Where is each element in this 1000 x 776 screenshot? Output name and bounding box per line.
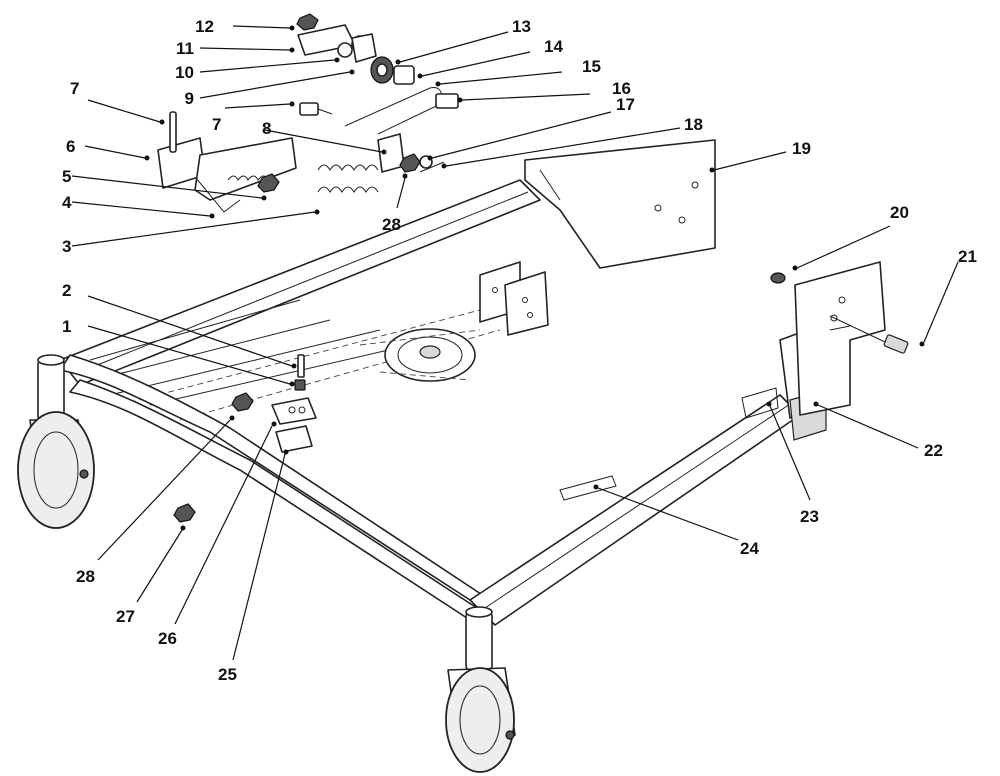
- callout-17: 17: [616, 95, 635, 114]
- callout-7: 7: [70, 79, 79, 98]
- callout-2: 2: [62, 281, 71, 300]
- callout-1: 1: [62, 317, 71, 336]
- callout-24: 24: [740, 539, 759, 558]
- callout-7-second: 7: [212, 115, 221, 134]
- left-caster-wheel: [17, 354, 95, 529]
- leader-lines: [71, 25, 959, 661]
- callout-3: 3: [62, 237, 71, 256]
- callout-labels: 12 11 10 9 13 14 15 16 7 7 8 17 18 6 5 4…: [62, 17, 977, 684]
- callout-25: 25: [218, 665, 237, 684]
- callout-28-upper: 28: [382, 215, 401, 234]
- callout-28-lower: 28: [76, 567, 95, 586]
- callout-22: 22: [924, 441, 943, 460]
- callout-15: 15: [582, 57, 601, 76]
- callout-8: 8: [262, 119, 271, 138]
- callout-18: 18: [684, 115, 703, 134]
- carrier-frame: [59, 139, 909, 626]
- callout-19: 19: [792, 139, 811, 158]
- callout-11: 11: [176, 39, 194, 58]
- callout-13: 13: [512, 17, 531, 36]
- callout-4: 4: [62, 193, 72, 212]
- callout-26: 26: [158, 629, 177, 648]
- callout-23: 23: [800, 507, 819, 526]
- loose-hardware: [173, 354, 317, 523]
- right-caster-wheel: [445, 606, 516, 773]
- callout-20: 20: [890, 203, 909, 222]
- callout-10: 10: [175, 63, 194, 82]
- callout-16: 16: [612, 79, 631, 98]
- callout-12: 12: [195, 17, 214, 36]
- callout-5: 5: [62, 167, 71, 186]
- callout-27: 27: [116, 607, 135, 626]
- callout-21: 21: [958, 247, 977, 266]
- callout-14: 14: [544, 37, 563, 56]
- height-adjust-assembly: [157, 13, 459, 213]
- callout-6: 6: [66, 137, 75, 156]
- callout-9: 9: [185, 89, 194, 108]
